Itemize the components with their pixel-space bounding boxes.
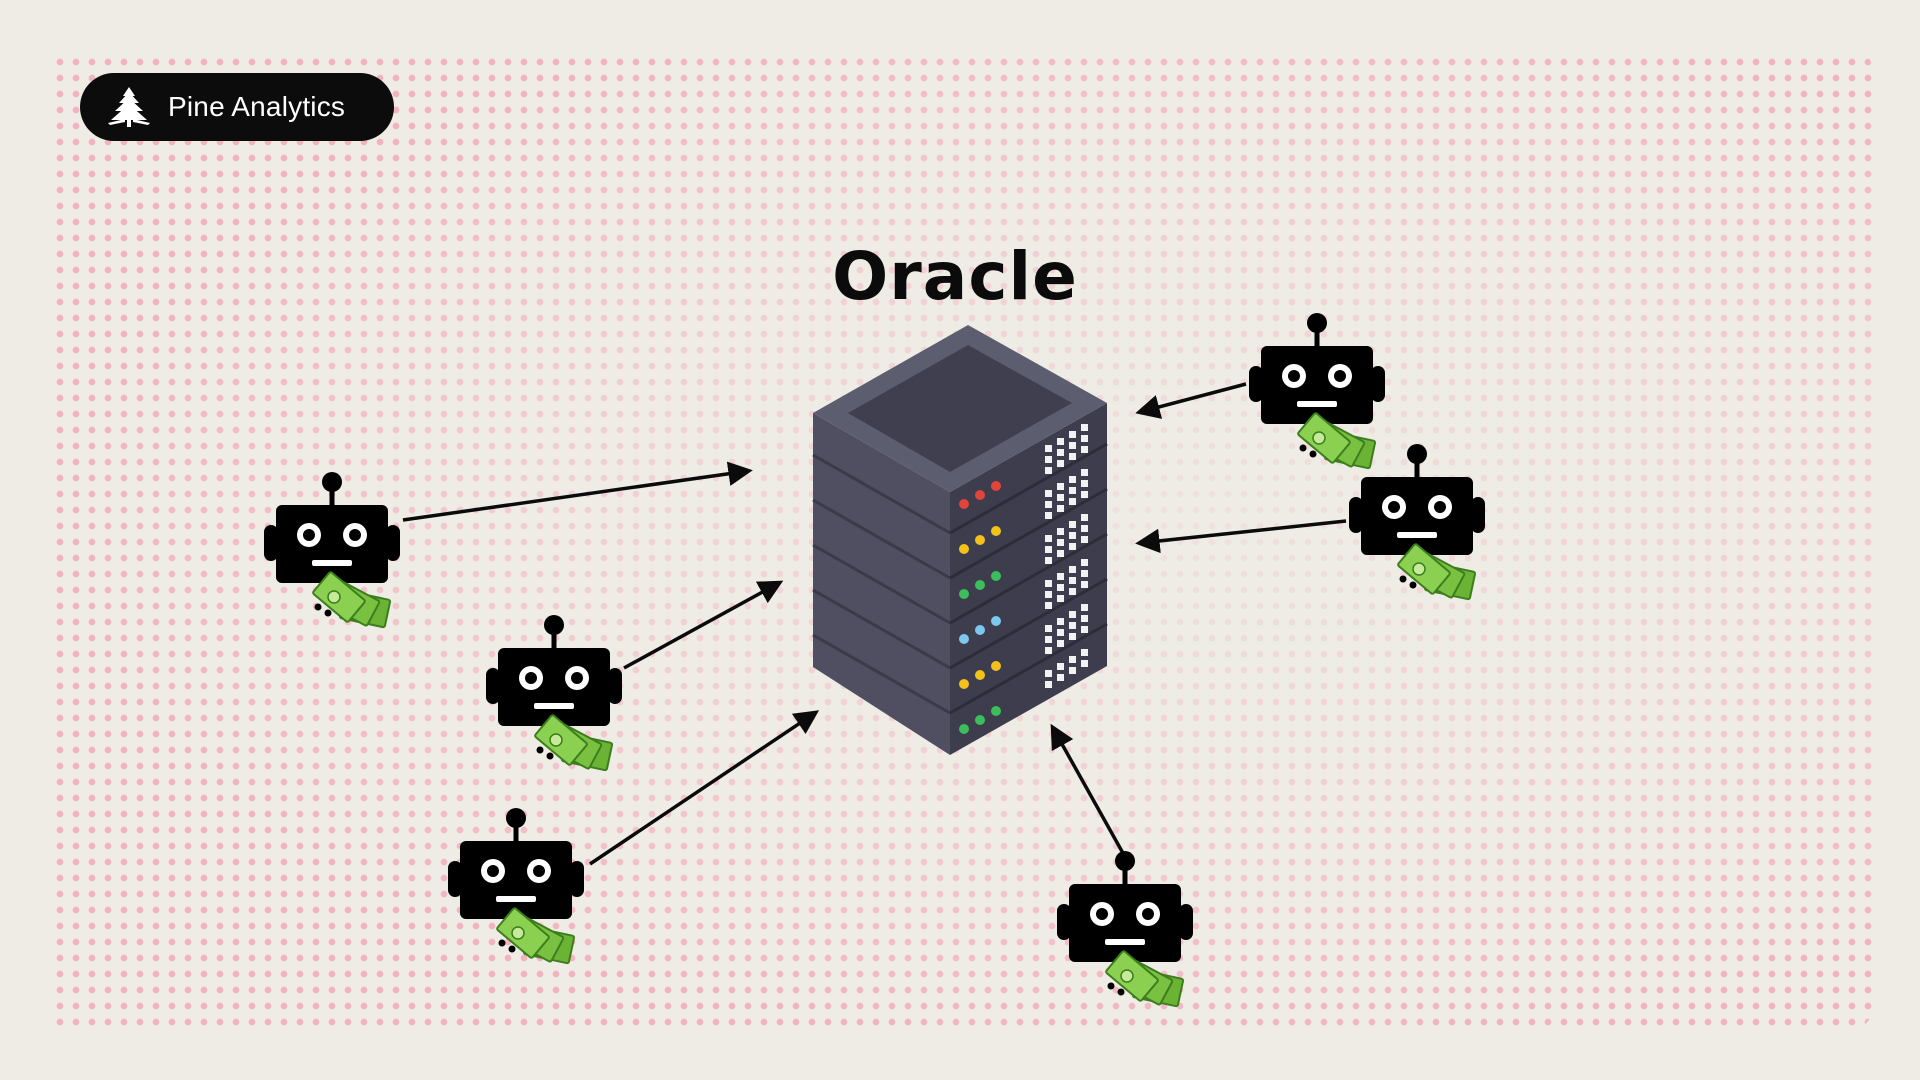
robot-agent-3-icon (448, 808, 584, 963)
robot-agent-6-icon (1057, 851, 1193, 1006)
arrows (402, 382, 1347, 866)
robot-agent-1-icon (264, 472, 400, 627)
arrow-right-1 (1135, 382, 1247, 419)
pine-tree-icon (108, 87, 150, 127)
server-status-leds (959, 481, 1001, 734)
arrow-right-2 (1135, 519, 1347, 554)
arrow-left-3 (589, 710, 820, 866)
arrow-left-1 (402, 461, 753, 522)
diagram-title: Oracle (832, 238, 1078, 315)
arrow-bottom (1050, 723, 1126, 856)
brand-name: Pine Analytics (168, 91, 346, 122)
arrow-left-2 (623, 580, 784, 670)
server-rack-icon (812, 325, 1108, 755)
robot-agent-4-icon (1249, 313, 1385, 468)
server-vents (1045, 424, 1088, 688)
brand-badge: Pine Analytics (80, 73, 394, 141)
robot-agent-2-icon (486, 615, 622, 770)
